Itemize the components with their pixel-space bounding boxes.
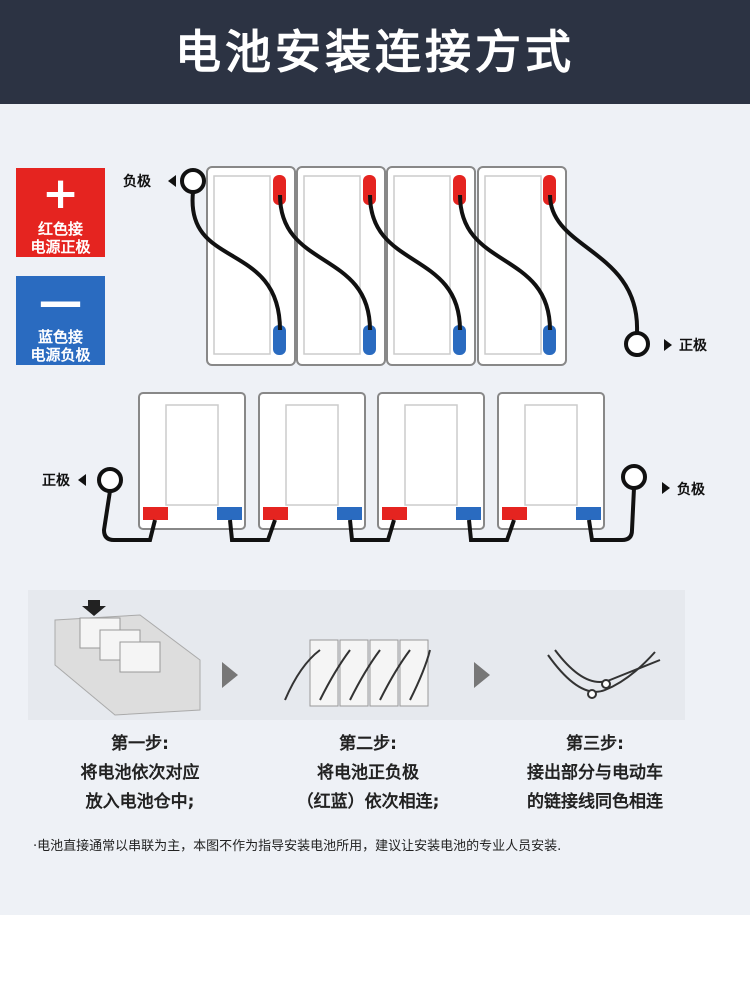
- legend-blue-line1: 蓝色接: [37, 328, 83, 346]
- step-3: 第三步: 接出部分与电动车 的链接线同色相连: [485, 730, 705, 817]
- top-terminals: [273, 175, 556, 355]
- step2-illustration: [284, 639, 431, 707]
- step-text: 将电池依次对应: [80, 763, 200, 783]
- arrow-right-icon: [474, 662, 490, 688]
- bottom-batteries: [138, 392, 605, 530]
- bottom-cables: [97, 464, 647, 542]
- step3-illustration: [547, 649, 661, 699]
- top-cables: [180, 168, 650, 357]
- bottom-negative-label: 负极: [677, 481, 706, 498]
- disclaimer-note: ·电池直接通常以串联为主，本图不作为指导安装电池所用，建议让安装电池的专业人员安…: [33, 839, 562, 854]
- step-1: 第一步: 将电池依次对应 放入电池仓中;: [30, 730, 250, 817]
- step1-illustration: [54, 600, 201, 716]
- arrow-left-icon: [78, 474, 86, 486]
- arrow-right-icon: [664, 339, 672, 351]
- minus-icon: —: [38, 276, 83, 327]
- arrow-right-icon: [662, 482, 670, 494]
- arrow-down-icon: [82, 600, 106, 616]
- arrow-right-icon: [222, 662, 238, 688]
- plus-icon: +: [42, 168, 79, 219]
- step-text: 放入电池仓中;: [85, 792, 195, 812]
- step-text: 接出部分与电动车: [527, 763, 663, 783]
- step-title: 第二步:: [339, 734, 397, 754]
- legend-red-line1: 红色接: [37, 220, 83, 238]
- bottom-terminals: [143, 507, 601, 520]
- step-text: 的链接线同色相连: [527, 792, 663, 812]
- step-title: 第一步:: [111, 734, 169, 754]
- page-title: 电池安装连接方式: [0, 0, 750, 104]
- legend-blue-line2: 电源负极: [30, 346, 91, 364]
- step-2: 第二步: 将电池正负极 （红蓝）依次相连;: [258, 730, 478, 817]
- step-text: （红蓝）依次相连;: [296, 792, 440, 812]
- top-positive-label: 正极: [679, 337, 708, 354]
- legend-red-line2: 电源正极: [30, 238, 91, 256]
- legend-positive-red: + 红色接 电源正极: [16, 168, 105, 257]
- arrow-left-icon: [168, 175, 176, 187]
- legend-negative-blue: — 蓝色接 电源负极: [16, 276, 105, 365]
- bottom-positive-label: 正极: [42, 472, 71, 489]
- step-title: 第三步:: [566, 734, 624, 754]
- top-negative-label: 负极: [123, 173, 152, 190]
- step-text: 将电池正负极: [317, 763, 419, 783]
- top-batteries: [206, 166, 567, 366]
